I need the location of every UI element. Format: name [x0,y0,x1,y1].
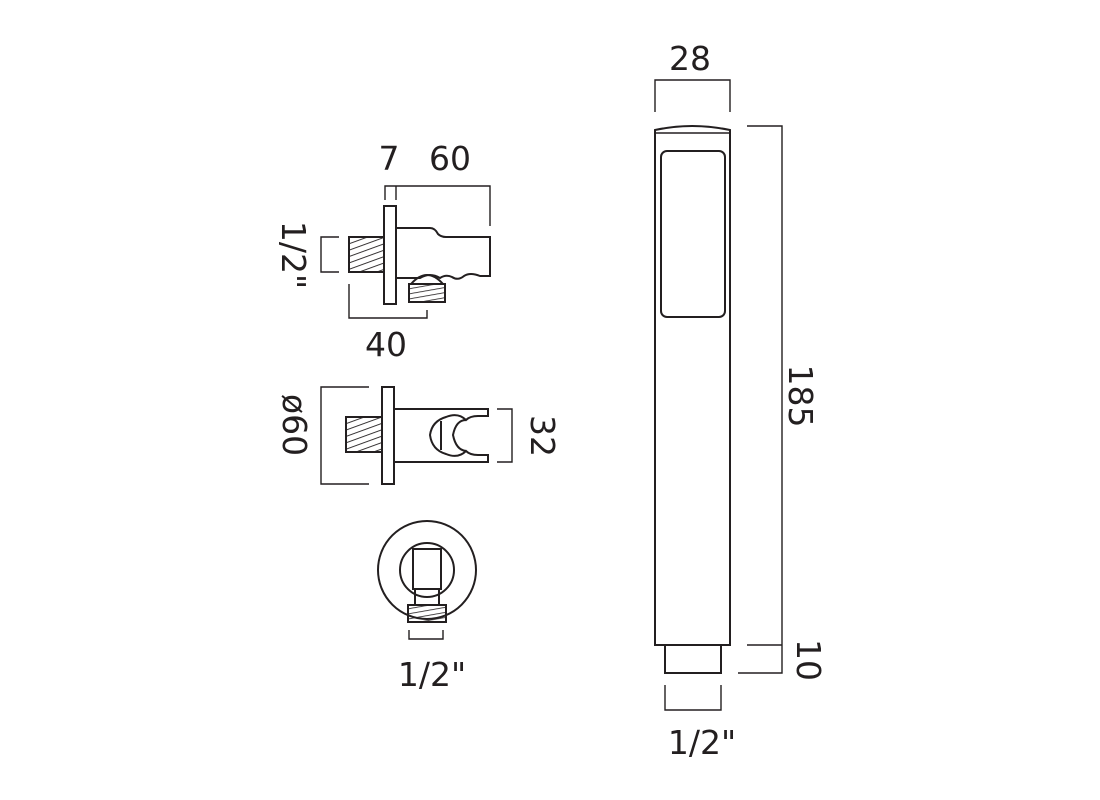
dim-thread-label: 1/2" [274,221,313,289]
dim-line-width [497,408,513,463]
dim-diameter-label: ø60 [275,394,314,456]
outlet-neck [414,589,440,605]
dim-line-thread [664,685,722,711]
holder-body [394,408,489,463]
dim-line-diameter [320,386,369,485]
holder-body [396,227,491,280]
dim-line-thread [320,236,339,273]
wall-outlet-top-view: ø60 32 [275,386,562,485]
dim-projection-label: 40 [365,325,407,364]
dim-thread-label: 1/2" [398,655,466,694]
wall-plate [383,205,397,305]
inner-ring [399,542,455,598]
outlet-thread [407,604,447,623]
spray-face [660,150,726,318]
dim-line-length [738,125,783,674]
dim-width-label: 28 [669,39,711,78]
holder-clip [451,419,467,452]
handshower: 28 185 10 1/2" [654,39,828,762]
holder-square [412,548,442,590]
dim-line-width [654,79,731,112]
dim-length-label: 60 [429,139,471,178]
outlet-dome [410,274,444,285]
dim-line-top [384,185,491,226]
dim-connector-label: 10 [789,639,828,681]
dim-plate-label: 7 [379,139,400,178]
dim-line-projection [348,284,428,319]
dim-length-label: 185 [781,365,820,428]
dim-width-label: 32 [523,415,562,457]
dim-line-thread [408,630,444,640]
outlet-thread [408,283,446,303]
handshower-body [654,125,731,646]
connector [664,644,722,674]
inlet-thread [348,236,385,273]
wall-outlet-front-view: 1/2" [377,520,477,694]
dim-thread-label: 1/2" [668,723,736,762]
inlet-thread [345,416,383,453]
wall-outlet-side-view: 7 60 1/2" 40 [274,139,491,364]
wall-plate [381,386,395,485]
